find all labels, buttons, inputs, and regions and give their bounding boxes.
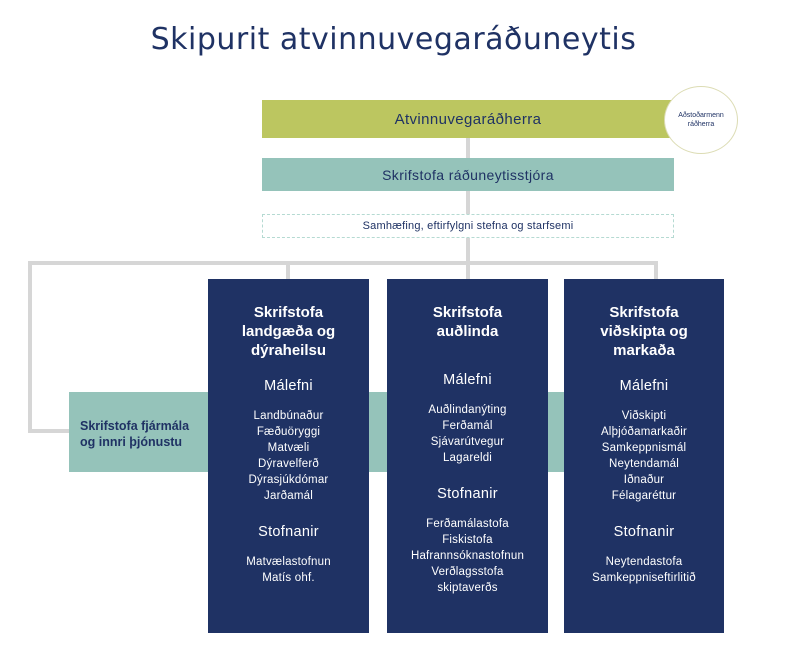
list-item: Samkeppniseftirlitið	[592, 572, 696, 584]
list-item: Dýrasjúkdómar	[248, 474, 329, 486]
issues-heading: Málefni	[443, 372, 492, 388]
department-name-line: Skrifstofa	[609, 304, 679, 321]
department-land-animal-health: Skrifstofa landgæða og dýraheilsu Málefn…	[208, 279, 369, 633]
department-name: Skrifstofa landgæða og dýraheilsu	[208, 303, 369, 360]
list-item: Fiskistofa	[442, 534, 493, 546]
list-item: Verðlagsstofa	[431, 566, 504, 578]
list-item: Alþjóðamarkaðir	[600, 426, 688, 438]
list-item: Ferðamálastofa	[426, 518, 509, 530]
connector-left-vertical	[28, 261, 32, 433]
finance-label-line-1: Skrifstofa fjármála	[80, 419, 190, 433]
list-item: Dýravelferð	[258, 458, 319, 470]
list-item: Fæðuöryggi	[256, 426, 321, 438]
institutions-heading: Stofnanir	[258, 524, 319, 540]
list-item: Lagareldi	[442, 452, 493, 464]
list-item: Félagaréttur	[611, 490, 677, 502]
assistant-label-line-2: ráðherra	[687, 121, 715, 128]
department-name: Skrifstofa auðlinda	[387, 303, 548, 341]
list-item: skiptaverðs	[437, 582, 498, 594]
connector-dept-3	[654, 261, 658, 279]
list-item: Matís ohf.	[262, 572, 315, 584]
list-item: Auðlindanýting	[428, 404, 507, 416]
list-item: Matvælastofnun	[246, 556, 331, 568]
department-resources: Skrifstofa auðlinda Málefni Auðlindanýti…	[387, 279, 548, 633]
department-name-line: Skrifstofa	[253, 304, 324, 321]
institutions-heading: Stofnanir	[613, 524, 675, 540]
coordination-box: Samhæfing, eftirfylgni stefna og starfse…	[262, 214, 674, 238]
department-name-line: auðlinda	[436, 323, 499, 340]
department-trade-markets: Skrifstofa viðskipta og markaða Málefni …	[564, 279, 724, 633]
department-name: Skrifstofa viðskipta og markaða	[564, 303, 724, 360]
permanent-secretary-office-box: Skrifstofa ráðuneytisstjóra	[262, 158, 674, 191]
list-item: Neytendastofa	[605, 556, 683, 568]
issues-heading: Málefni	[619, 378, 669, 394]
list-item: Jarðamál	[264, 490, 313, 502]
institutions-heading: Stofnanir	[437, 486, 498, 502]
list-item: Hafrannsóknastofnun	[410, 550, 525, 562]
list-item: Matvæli	[267, 442, 310, 454]
assistants-circle: Aðstoðarmenn ráðherra	[664, 86, 738, 154]
connector-main-vertical	[466, 138, 470, 279]
department-name-line: viðskipta og	[600, 323, 688, 340]
assistant-label-line-1: Aðstoðarmenn	[678, 112, 724, 119]
department-name-line: Skrifstofa	[432, 304, 503, 321]
connector-finance	[28, 429, 70, 433]
department-name-line: dýraheilsu	[250, 342, 327, 359]
connector-horizontal	[28, 261, 658, 265]
list-item: Viðskipti	[621, 410, 667, 422]
department-name-line: landgæða og	[241, 323, 336, 340]
finance-label-line-2: og innri þjónustu	[80, 435, 183, 449]
list-item: Ferðamál	[442, 420, 493, 432]
list-item: Landbúnaður	[253, 410, 324, 422]
issues-heading: Málefni	[264, 378, 313, 394]
list-item: Neytendamál	[609, 458, 679, 470]
finance-office-label: Skrifstofa fjármála og innri þjónustu	[80, 418, 210, 450]
chart-title: Skipurit atvinnuvegaráðuneytis	[150, 22, 637, 57]
minister-box: Atvinnuvegaráðherra	[262, 100, 674, 138]
list-item: Iðnaður	[623, 474, 665, 486]
list-item: Sjávarútvegur	[430, 436, 505, 448]
connector-dept-1	[286, 261, 290, 279]
list-item: Samkeppnismál	[601, 442, 687, 454]
department-name-line: markaða	[613, 342, 675, 359]
